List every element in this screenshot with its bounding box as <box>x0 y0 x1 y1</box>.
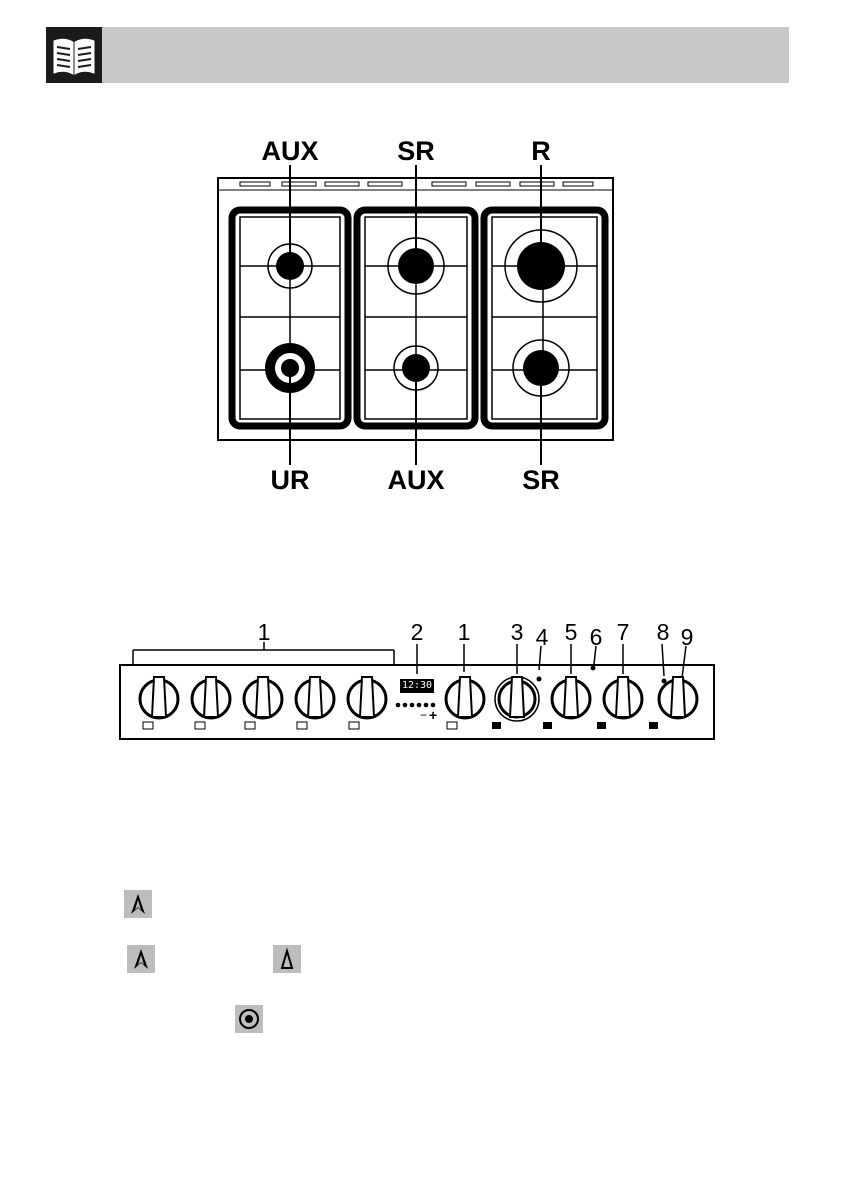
panel-number-5: 5 <box>559 621 583 644</box>
panel-number-7: 7 <box>611 621 635 644</box>
panel-number-6: 6 <box>584 626 608 649</box>
panel-number-2: 2 <box>405 621 429 644</box>
minus-button[interactable]: − <box>420 709 427 721</box>
flame-large-icon <box>127 945 155 973</box>
panel-number-8: 8 <box>651 621 675 644</box>
panel-number-1b: 1 <box>452 621 476 644</box>
panel-number-4: 4 <box>530 626 554 649</box>
dot-circle-icon <box>235 1005 263 1033</box>
plus-button[interactable]: + <box>429 708 437 722</box>
flame-large-icon <box>124 890 152 918</box>
panel-number-9: 9 <box>675 626 699 649</box>
panel-number-3: 3 <box>505 621 529 644</box>
panel-number-1a: 1 <box>252 621 276 644</box>
flame-small-icon <box>273 945 301 973</box>
programmer-display: 12:30 <box>401 680 433 692</box>
